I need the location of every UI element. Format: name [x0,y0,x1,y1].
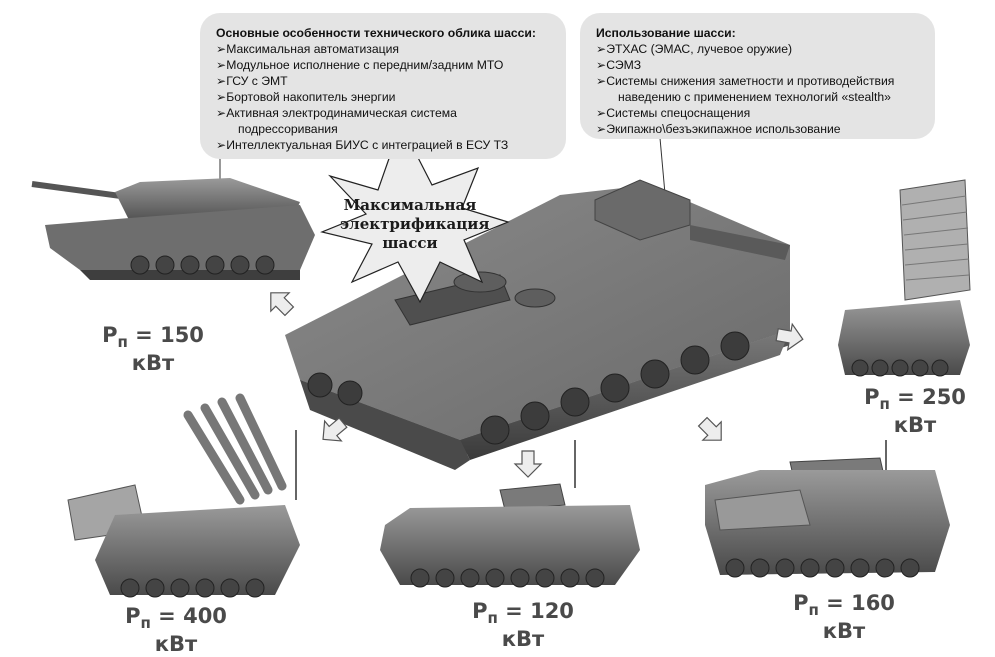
star-line: шасси [382,234,438,252]
power-subscript: п [808,601,819,619]
power-value: = 120 [505,599,574,623]
ifv-image [380,440,640,588]
radar-vehicle-image [838,179,971,377]
tank-image [31,178,315,280]
usage-item-continuation: наведению с применением технологий «stea… [618,90,891,104]
power-value: = 150 [135,323,204,347]
power-unit: кВт [893,413,937,437]
power-symbol: P [864,385,880,409]
usage-callout: Использование шасси: ЭТХАС (ЭМАС, лучево… [580,13,935,139]
feature-item-continuation: подрессоривания [238,122,338,136]
power-unit: кВт [154,632,198,656]
power-value: = 160 [826,591,895,615]
power-unit: кВт [822,619,866,643]
power-symbol: P [472,599,488,623]
recovery-vehicle-image [705,440,950,578]
power-subscript: п [487,609,498,627]
electrification-starburst [320,141,510,304]
power-symbol: P [102,323,118,347]
feature-item: Модульное исполнение с передним/задним М… [216,57,566,73]
power-label-sam: Pп = 400 кВт [111,603,241,657]
power-value: = 250 [897,385,966,409]
arrow-to-tank [270,292,295,317]
usage-item: Экипажно\безъэкипажное использование [596,121,935,137]
power-label-radar: Pп = 250 кВт [850,384,980,438]
power-subscript: п [117,333,128,351]
electrification-label: Максимальная электрификация шасси [340,196,490,253]
arrow-to-sam [322,417,348,442]
power-subscript: п [879,395,890,413]
power-subscript: п [140,614,151,632]
arrow-to-recovery [697,416,722,441]
features-title: Основные особенности технического облика… [216,26,536,40]
central-chassis-image [285,179,790,470]
arrow-to-radar [775,322,804,352]
feature-item: Активная электродинамическая система [216,105,566,121]
usage-item: ЭТХАС (ЭМАС, лучевое оружие) [596,41,935,57]
feature-item: Интеллектуальная БИУС с интеграцией в ЕС… [216,137,566,153]
power-unit: кВт [501,627,545,651]
features-callout: Основные особенности технического облика… [200,13,566,159]
power-symbol: P [125,604,141,628]
usage-item: СЭМЗ [596,57,935,73]
power-value: = 400 [158,604,227,628]
star-line: электрификация [340,215,490,233]
sam-launcher-image [67,393,300,598]
arrow-to-ifv [513,450,543,478]
usage-item: Системы спецоснащения [596,105,935,121]
feature-item: Бортовой накопитель энергии [216,89,566,105]
feature-item: ГСУ с ЭМТ [216,73,566,89]
usage-title: Использование шасси: [596,26,736,40]
star-line: Максимальная [343,196,477,214]
usage-item: Системы снижения заметности и противодей… [596,73,935,89]
power-symbol: P [793,591,809,615]
power-label-tank: Pп = 150 кВт [88,322,218,376]
power-label-ifv: Pп = 120 кВт [458,598,588,652]
feature-item: Максимальная автоматизация [216,41,566,57]
power-label-recovery: Pп = 160 кВт [779,590,909,644]
power-unit: кВт [131,351,175,375]
